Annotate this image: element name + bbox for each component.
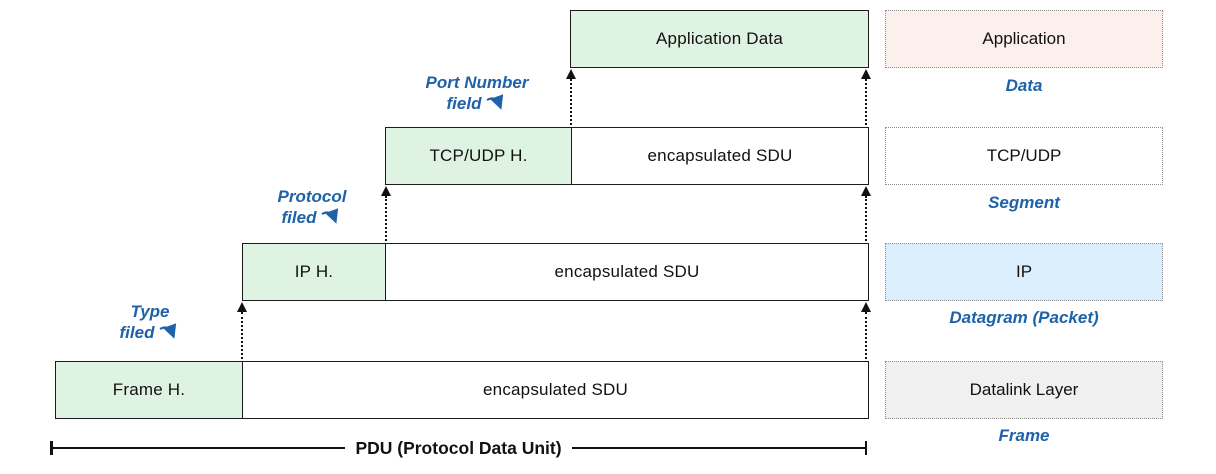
dotted-up-arrow: [236, 302, 248, 359]
arrow-stem: [385, 196, 387, 241]
bracket-left-tick: [50, 441, 53, 455]
frame-pdu-box: Frame H. encapsulated SDU: [55, 361, 869, 419]
annotation-protocol-field: Protocol filed: [232, 186, 392, 228]
frame-header-cell: Frame H.: [56, 362, 243, 418]
dotted-up-arrow: [565, 69, 577, 125]
ip-header-cell: IP H.: [243, 244, 386, 300]
pdu-span-bracket: PDU (Protocol Data Unit): [50, 437, 867, 458]
annotation-line2: filed: [281, 208, 317, 227]
arrowhead-icon: [237, 302, 247, 312]
tcp-udp-sdu-cell: encapsulated SDU: [572, 128, 868, 184]
annotation-line2: field: [446, 94, 482, 113]
annotation-line1: Port Number: [425, 73, 529, 92]
arrow-stem: [865, 312, 867, 359]
application-data-box: Application Data: [570, 10, 869, 68]
layer-label: Application: [982, 29, 1066, 48]
arrow-stem: [865, 79, 867, 125]
tcp-udp-header-cell: TCP/UDP H.: [386, 128, 572, 184]
arrowhead-icon: [381, 186, 391, 196]
ip-pdu-box: IP H. encapsulated SDU: [242, 243, 869, 301]
pdu-name-datagram: Datagram (Packet): [949, 308, 1099, 327]
annotation-line1: Type: [130, 302, 170, 321]
arrowhead-icon: [861, 186, 871, 196]
layer-box-ip: IP: [885, 243, 1163, 301]
annotation-line1: Protocol: [277, 187, 347, 206]
layer-box-application: Application: [885, 10, 1163, 68]
layer-label: TCP/UDP: [986, 146, 1062, 165]
dotted-up-arrow: [860, 302, 872, 359]
arrow-stem: [570, 79, 572, 125]
curve-down-right-arrow-icon: [321, 208, 339, 224]
layer-label: Datalink Layer: [969, 380, 1079, 399]
arrowhead-icon: [566, 69, 576, 79]
layer-box-datalink: Datalink Layer: [885, 361, 1163, 419]
arrowhead-icon: [861, 69, 871, 79]
pdu-name-frame: Frame: [998, 426, 1050, 445]
pdu-name-segment: Segment: [988, 193, 1060, 212]
annotation-line2: filed: [119, 323, 155, 342]
curve-down-right-arrow-icon: [159, 323, 177, 339]
curve-down-right-arrow-icon: [486, 94, 504, 110]
annotation-type-field: Type filed: [70, 301, 230, 343]
layer-box-tcp-udp: TCP/UDP: [885, 127, 1163, 185]
pdu-bracket-label: PDU (Protocol Data Unit): [355, 437, 562, 458]
layer-label: IP: [1015, 262, 1033, 281]
tcp-udp-pdu-box: TCP/UDP H. encapsulated SDU: [385, 127, 869, 185]
pdu-name-data: Data: [1005, 76, 1043, 95]
application-data-label: Application Data: [571, 11, 868, 67]
bracket-line: [571, 446, 865, 450]
bracket-right-tick: [864, 441, 867, 455]
annotation-port-number-field: Port Number field: [377, 72, 577, 114]
dotted-up-arrow: [380, 186, 392, 241]
arrow-stem: [865, 196, 867, 241]
dotted-up-arrow: [860, 186, 872, 241]
dotted-up-arrow: [860, 69, 872, 125]
ip-sdu-cell: encapsulated SDU: [386, 244, 868, 300]
arrowhead-icon: [861, 302, 871, 312]
frame-sdu-cell: encapsulated SDU: [243, 362, 868, 418]
arrow-stem: [241, 312, 243, 359]
bracket-line: [52, 446, 346, 450]
